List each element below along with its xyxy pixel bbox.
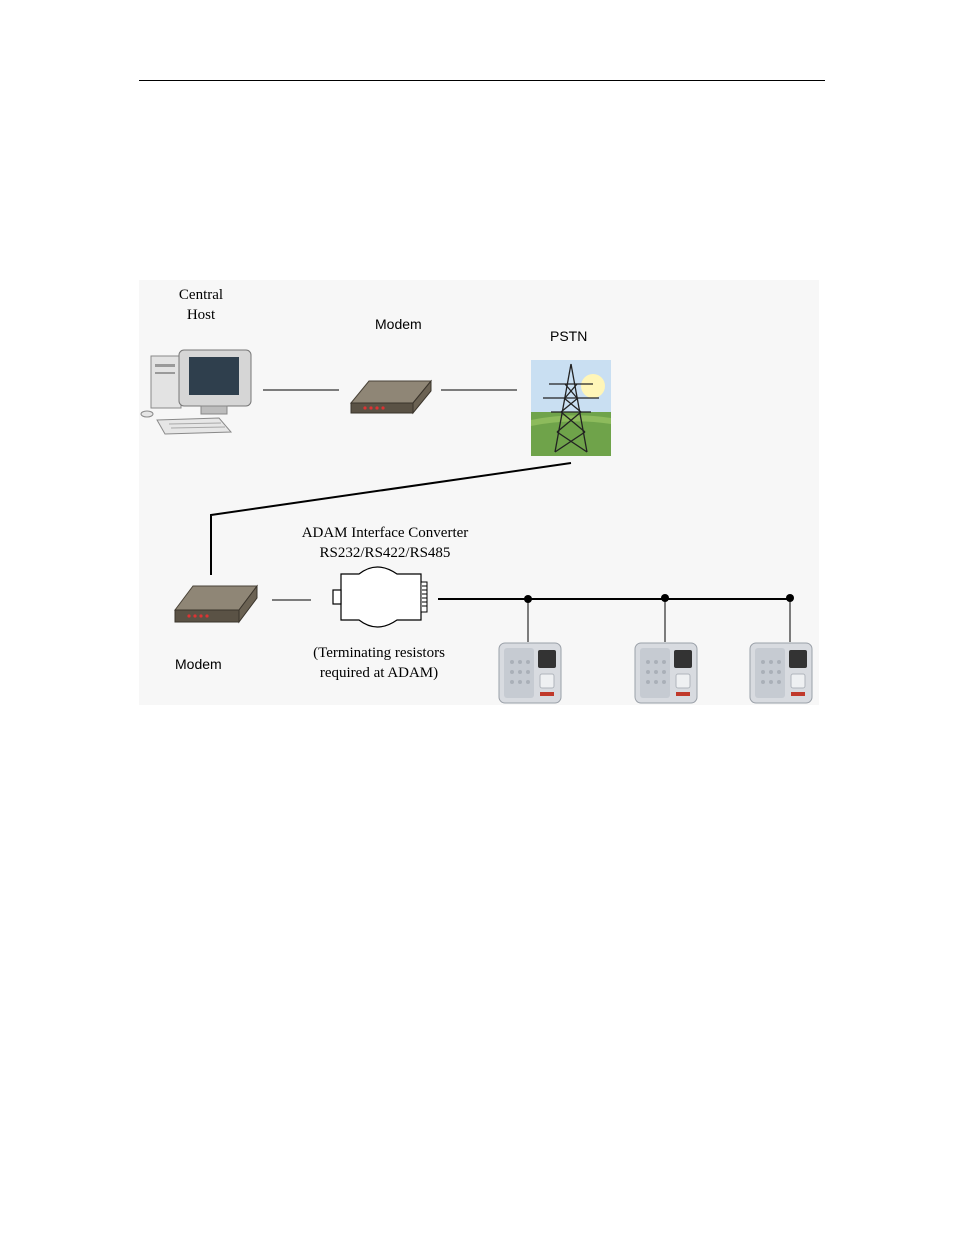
fingerprint-terminal-icon [634, 642, 698, 704]
diagram-wires [210, 389, 794, 642]
modem-top-label: Modem [375, 316, 422, 332]
resistor-note-line-1: (Terminating resistors [313, 645, 445, 661]
central-host-label: Central Host [178, 287, 224, 323]
converter-subtitle-label: RS232/RS422/RS485 [319, 545, 451, 561]
modem-bottom-label: Modem [175, 656, 222, 672]
modem-icon-bottom [174, 584, 258, 624]
desktop-computer-icon [140, 349, 252, 435]
fingerprint-terminal-icon [749, 642, 813, 704]
fingerprint-terminal-icon [498, 642, 562, 704]
interface-converter-icon [332, 566, 428, 628]
network-diagram: Central Host Modem [139, 280, 819, 705]
header-rule [139, 80, 825, 81]
power-tower-icon [531, 360, 611, 456]
modem-icon [349, 379, 433, 415]
pstn-label: PSTN [550, 328, 588, 344]
converter-title-label: ADAM Interface Converter [301, 525, 469, 541]
wire-pstn-modem [210, 462, 572, 575]
resistor-note-line-2: required at ADAM) [319, 665, 439, 681]
